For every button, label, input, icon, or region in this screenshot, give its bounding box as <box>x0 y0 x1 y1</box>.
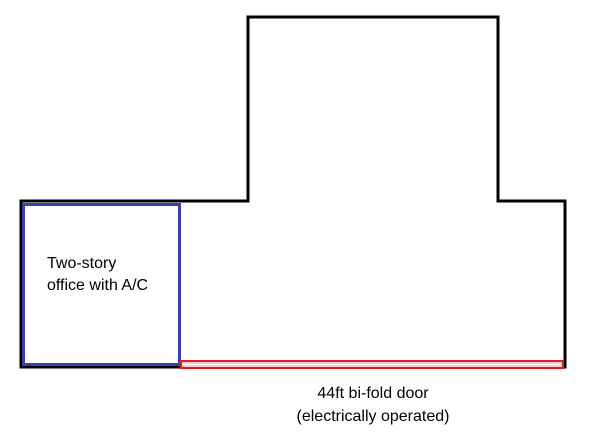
office-label-line1: Two-story <box>47 255 116 272</box>
building-outline <box>19 15 567 369</box>
door-label-line2: (electrically operated) <box>297 408 450 425</box>
office-label-line2: office with A/C <box>47 277 148 294</box>
office-block <box>22 203 181 366</box>
door-label-line1: 44ft bi-fold door <box>317 385 429 402</box>
